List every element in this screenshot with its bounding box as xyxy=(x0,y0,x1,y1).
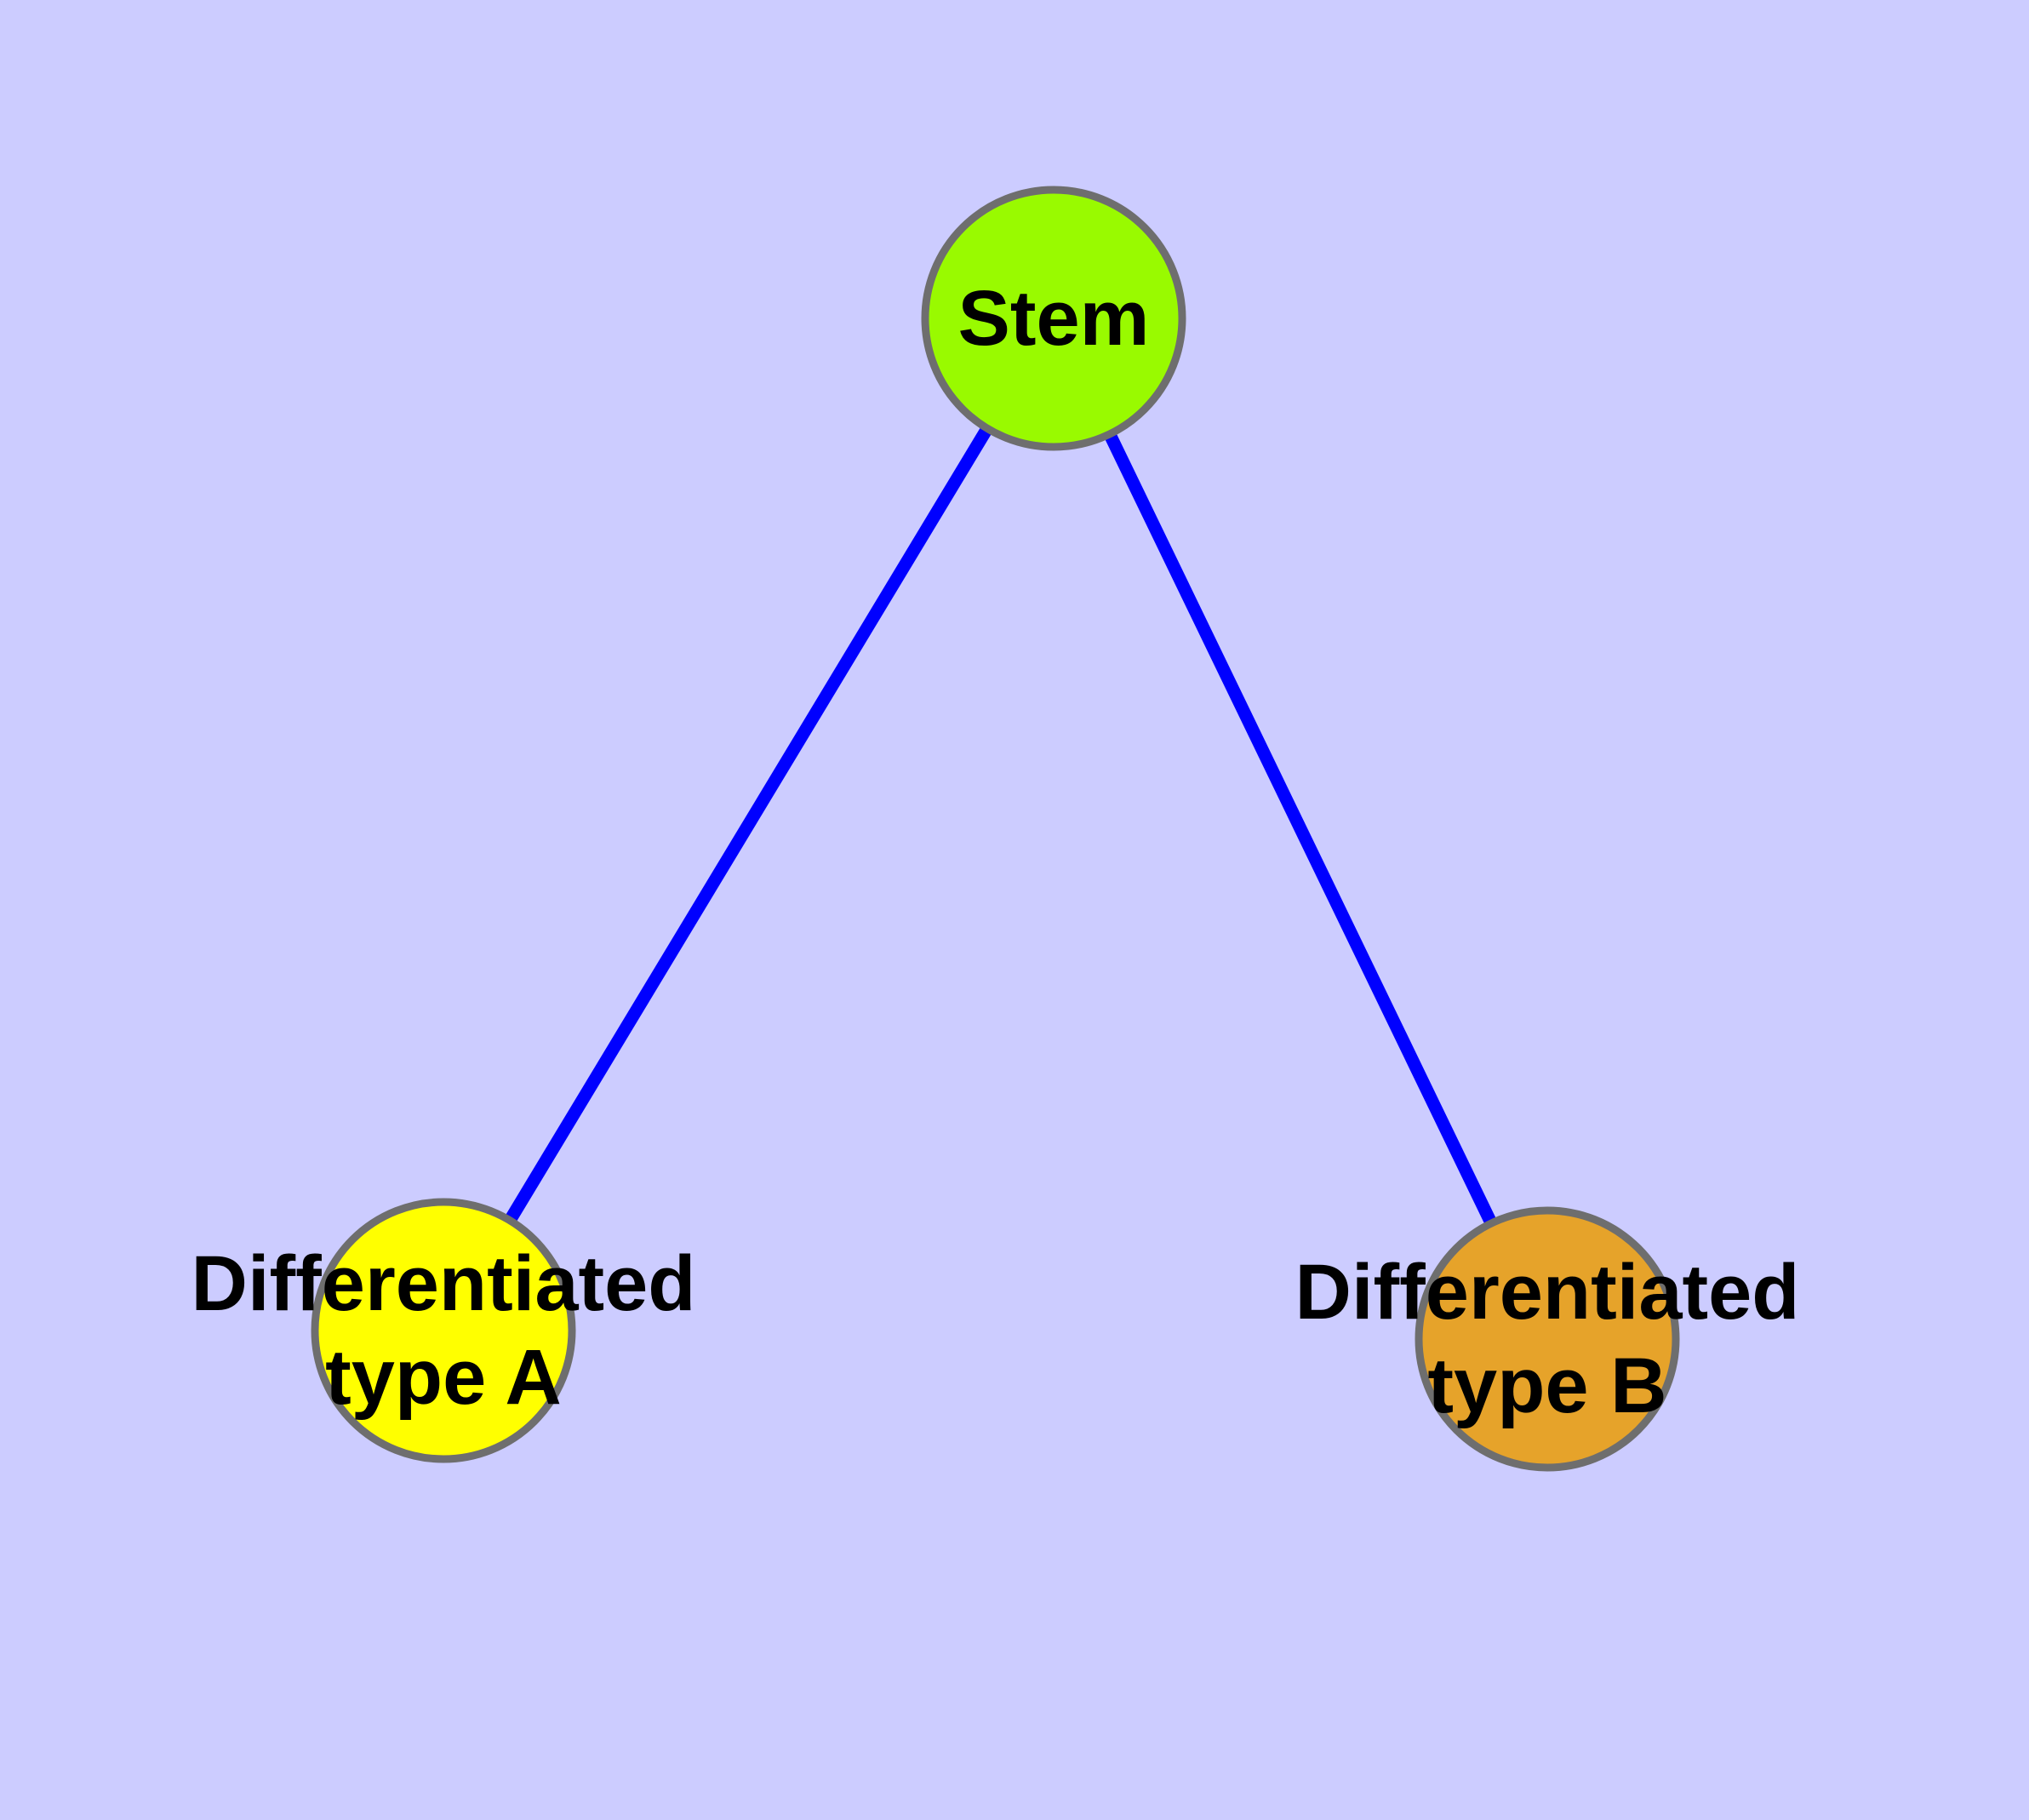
node-type-b-circle xyxy=(1415,1206,1680,1472)
node-type-a-circle xyxy=(311,1198,576,1463)
node-label-differentiated-type-b: Differentiated type B xyxy=(1295,1245,1800,1433)
edge-stem-to-type-b xyxy=(1048,315,1553,1342)
node-label-stem: Stem xyxy=(958,272,1150,365)
node-label-type-b-line1: Differentiated xyxy=(1295,1249,1800,1336)
node-label-type-b-line2: type B xyxy=(1427,1342,1667,1429)
node-label-type-a-line1: Differentiated xyxy=(191,1240,696,1327)
node-label-differentiated-type-a: Differentiated type A xyxy=(191,1237,696,1424)
node-label-type-a-line2: type A xyxy=(325,1334,562,1421)
node-stem-circle xyxy=(921,186,1186,451)
node-label-stem-line1: Stem xyxy=(957,275,1150,362)
edge-stem-to-type-a xyxy=(437,315,1060,1334)
